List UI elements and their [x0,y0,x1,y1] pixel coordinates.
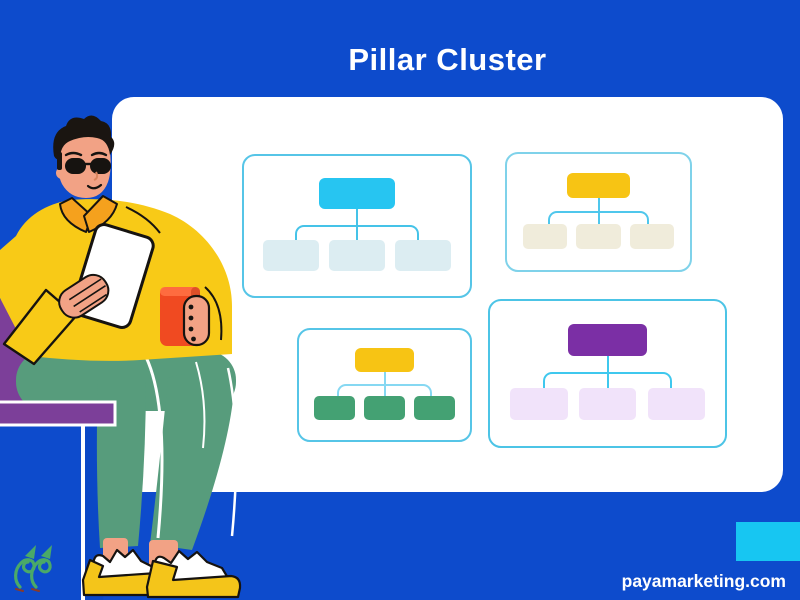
cluster-row [509,388,706,420]
connector-line [606,356,609,388]
cluster-node [522,223,568,250]
hair [53,115,115,160]
cluster-node [578,388,637,420]
connector-rail [542,372,673,390]
bench-leg-line [81,424,85,600]
pillar-cluster-diagram-yellow-beige [505,152,692,272]
website-watermark: payamarketing.com [621,571,786,591]
page-title: Pillar Cluster [348,42,547,77]
cluster-row [522,223,675,250]
eyebrows [64,151,108,157]
pant-seams [144,356,238,539]
connector-rail [548,210,649,226]
cluster-node [629,223,675,250]
cluster-node [576,223,621,250]
sunglasses-icon [65,158,111,174]
cluster-node [395,240,451,271]
pillar-node [355,347,414,372]
pillar-cluster-diagram-yellow-green [297,328,472,442]
connector-rail [337,383,432,398]
pants-legs [16,351,236,550]
head [53,115,115,198]
cluster-node [329,240,385,271]
knuckles [188,304,196,342]
accent-rectangle [736,522,800,561]
cluster-row [313,396,456,421]
cluster-node [509,388,568,420]
shirt-fold-lines [125,206,223,341]
sideburn [57,152,62,170]
cluster-node [313,396,356,421]
cluster-node [363,396,406,421]
cluster-node [413,396,456,421]
pillar-node [567,172,630,199]
cluster-node [263,240,319,271]
bench-seat [0,400,117,427]
person-illustration [0,115,242,600]
sneakers [81,548,242,599]
pillar-cluster-diagram-cyan [242,154,472,298]
pillar-node [318,178,396,210]
left-hand [58,273,110,319]
cluster-node [647,388,706,420]
pillar-cluster-diagram-purple [488,299,727,448]
nose [93,171,99,181]
pillar-node [567,324,648,357]
connector-line [356,209,358,240]
right-hand [182,294,211,347]
brand-logo-icon [14,545,52,592]
smile [86,183,103,190]
cluster-row [263,240,451,271]
connector-rail [294,224,420,242]
